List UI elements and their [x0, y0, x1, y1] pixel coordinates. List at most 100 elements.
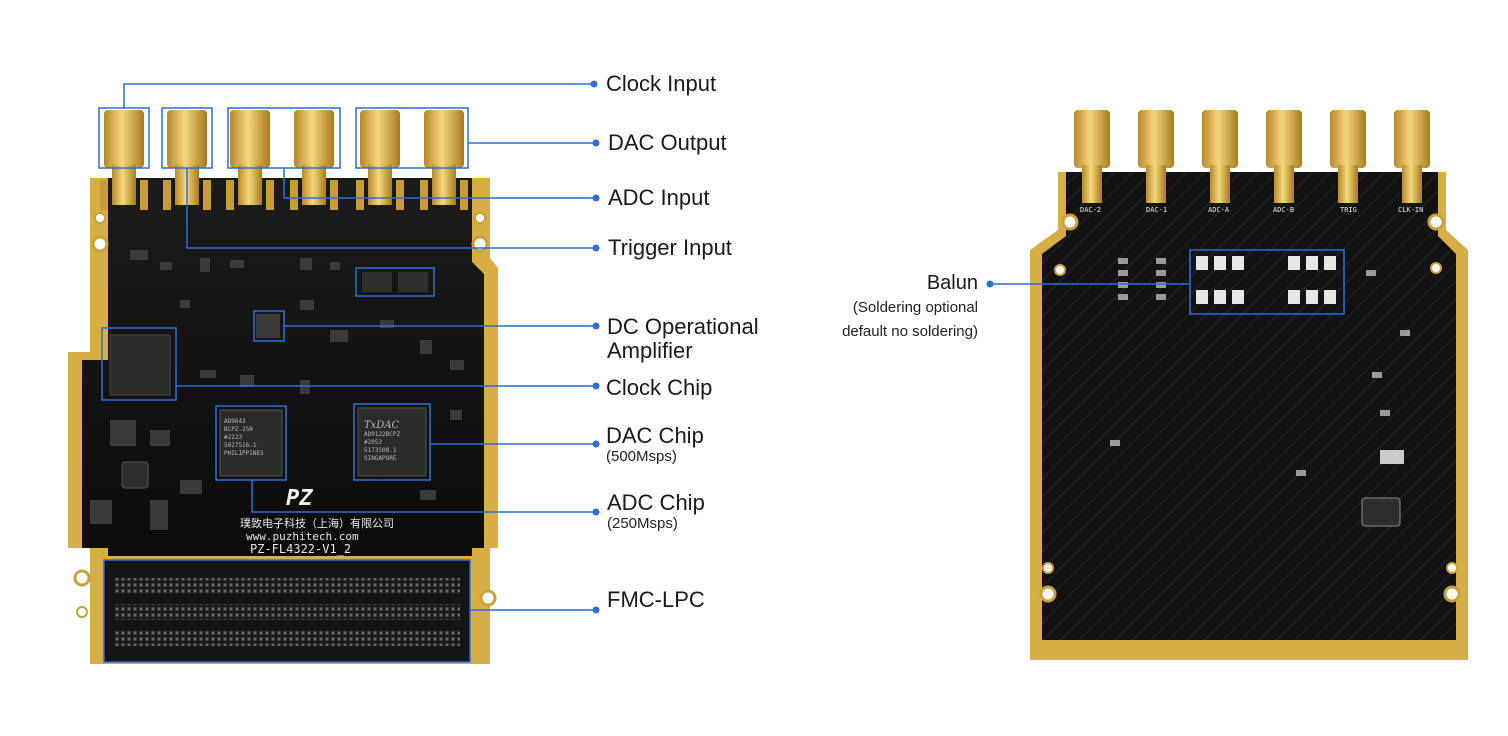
dual-ic-box	[355, 267, 435, 297]
dac-marking-line: TxDAC	[364, 420, 400, 431]
back-connector-label: DAC-1	[1146, 206, 1168, 214]
front-board	[68, 110, 498, 664]
mount-hole	[76, 606, 88, 618]
sma-connector	[100, 110, 148, 210]
mount-hole	[1039, 585, 1057, 603]
dac-marking-line: AD9122BCPZ	[364, 431, 401, 438]
fmc-connector-pins	[114, 604, 460, 620]
label-clock-chip: Clock Chip	[606, 376, 712, 400]
adc-marking-line: BCPZ-250	[224, 426, 253, 433]
label-adc-chip-text: ADC Chip	[607, 490, 705, 515]
dac-chip-marking: TxDAC AD9122BCPZ #2052 5173508.1 SINGAPO…	[364, 420, 424, 463]
callout-lines	[123, 83, 1190, 611]
back-connector-label: ADC-B	[1273, 206, 1295, 214]
ic-package	[362, 272, 392, 292]
sma-connector	[1266, 110, 1302, 203]
label-fmc-lpc-text: FMC-LPC	[607, 587, 705, 612]
fmc-lpc-box	[103, 559, 471, 663]
mount-hole	[1042, 562, 1054, 574]
board-company-text: 璞致电子科技（上海）有限公司	[240, 517, 394, 530]
adc-input-line	[283, 168, 596, 199]
sma-connector	[226, 110, 274, 210]
ic-package	[398, 272, 428, 292]
sma-connector	[1202, 110, 1238, 203]
label-dac-chip-text: DAC Chip	[606, 423, 704, 448]
fmc-connector-pins	[114, 630, 460, 646]
adc-chip-marking: AD9643 BCPZ-250 #2223 5027516.1 PHILIPPI…	[224, 418, 280, 458]
label-dc-op-amp: DC Operational Amplifier	[607, 315, 759, 363]
back-connector-label: TRIG	[1340, 206, 1357, 214]
mount-hole	[94, 212, 106, 224]
dac-marking-line: 5173508.1	[364, 447, 397, 454]
mount-hole	[1061, 213, 1079, 231]
board-website-text: www.puzhitech.com	[246, 530, 359, 543]
adc-marking-line: PHILIPPINES	[224, 450, 264, 457]
label-trigger-input-text: Trigger Input	[608, 235, 732, 260]
label-adc-chip-sub: (250Msps)	[607, 515, 678, 532]
label-trigger-input: Trigger Input	[608, 236, 732, 260]
balun-pads	[1196, 256, 1336, 304]
label-dc-op-amp-line1: DC Operational	[607, 314, 759, 339]
label-adc-input-text: ADC Input	[608, 185, 710, 210]
label-balun-sub1: (Soldering optional	[852, 299, 978, 316]
clock-chip	[109, 334, 171, 396]
label-dc-op-amp-line2: Amplifier	[607, 338, 693, 363]
sma-connector	[1394, 110, 1430, 203]
sma-connector	[1330, 110, 1366, 203]
dac-output-box	[355, 107, 469, 169]
label-dac-output-text: DAC Output	[608, 130, 727, 155]
sma-connector	[420, 110, 468, 210]
adc-chip-box	[215, 405, 287, 481]
adc-marking-line: 5027516.1	[224, 442, 257, 449]
dac-marking-line: SINGAPORE	[364, 455, 397, 462]
adc-marking-line: #2223	[224, 434, 243, 441]
back-connector-label: ADC-A	[1208, 206, 1230, 214]
dac-chip	[357, 407, 427, 477]
label-dac-output: DAC Output	[608, 131, 727, 155]
mount-hole	[91, 235, 109, 253]
mount-hole	[1427, 213, 1445, 231]
op-amp-chip	[256, 314, 280, 338]
mount-hole	[479, 589, 497, 607]
mount-hole	[474, 212, 486, 224]
back-board-pcb	[1042, 172, 1456, 640]
label-dac-chip: DAC Chip (500Msps)	[606, 424, 704, 466]
adc-chip	[219, 409, 283, 477]
inductor	[121, 461, 149, 489]
label-adc-input: ADC Input	[608, 186, 710, 210]
label-fmc-lpc: FMC-LPC	[607, 588, 705, 612]
clock-chip-box	[101, 327, 177, 401]
mount-hole	[1443, 585, 1461, 603]
mount-hole	[73, 569, 91, 587]
label-balun-sub2: default no soldering)	[842, 323, 978, 340]
dac-marking-line: #2052	[364, 439, 383, 446]
smd-components	[90, 250, 464, 530]
back-board	[1030, 110, 1468, 660]
back-smd-components	[1110, 258, 1410, 476]
label-clock-input-text: Clock Input	[606, 71, 717, 96]
adc-marking-line: AD9643	[224, 418, 246, 425]
sma-connector	[1074, 110, 1110, 203]
back-connector-label: DAC-2	[1080, 206, 1102, 214]
label-clock-chip-text: Clock Chip	[606, 375, 713, 400]
adc-chip-line	[251, 480, 596, 513]
mount-hole	[471, 235, 489, 253]
label-balun: Balun (Soldering optional default no sol…	[832, 271, 978, 341]
mount-hole	[1054, 264, 1066, 276]
mount-hole	[1430, 262, 1442, 274]
sma-connector	[356, 110, 404, 210]
board-logo: PZ	[286, 486, 313, 511]
label-balun-text: Balun	[926, 272, 978, 294]
sma-connector	[290, 110, 338, 210]
back-tantalum-cap	[1361, 497, 1401, 527]
label-dac-chip-sub: (500Msps)	[606, 448, 677, 465]
sma-connector	[1138, 110, 1174, 203]
label-clock-input: Clock Input	[606, 72, 716, 96]
balun-box	[1189, 249, 1345, 315]
board-model-text: PZ-FL4322-V1_2	[250, 542, 352, 556]
label-adc-chip: ADC Chip (250Msps)	[607, 491, 705, 533]
callout-dots	[590, 80, 994, 614]
dac-chip-box	[353, 403, 431, 481]
trigger-input-line	[186, 168, 596, 249]
